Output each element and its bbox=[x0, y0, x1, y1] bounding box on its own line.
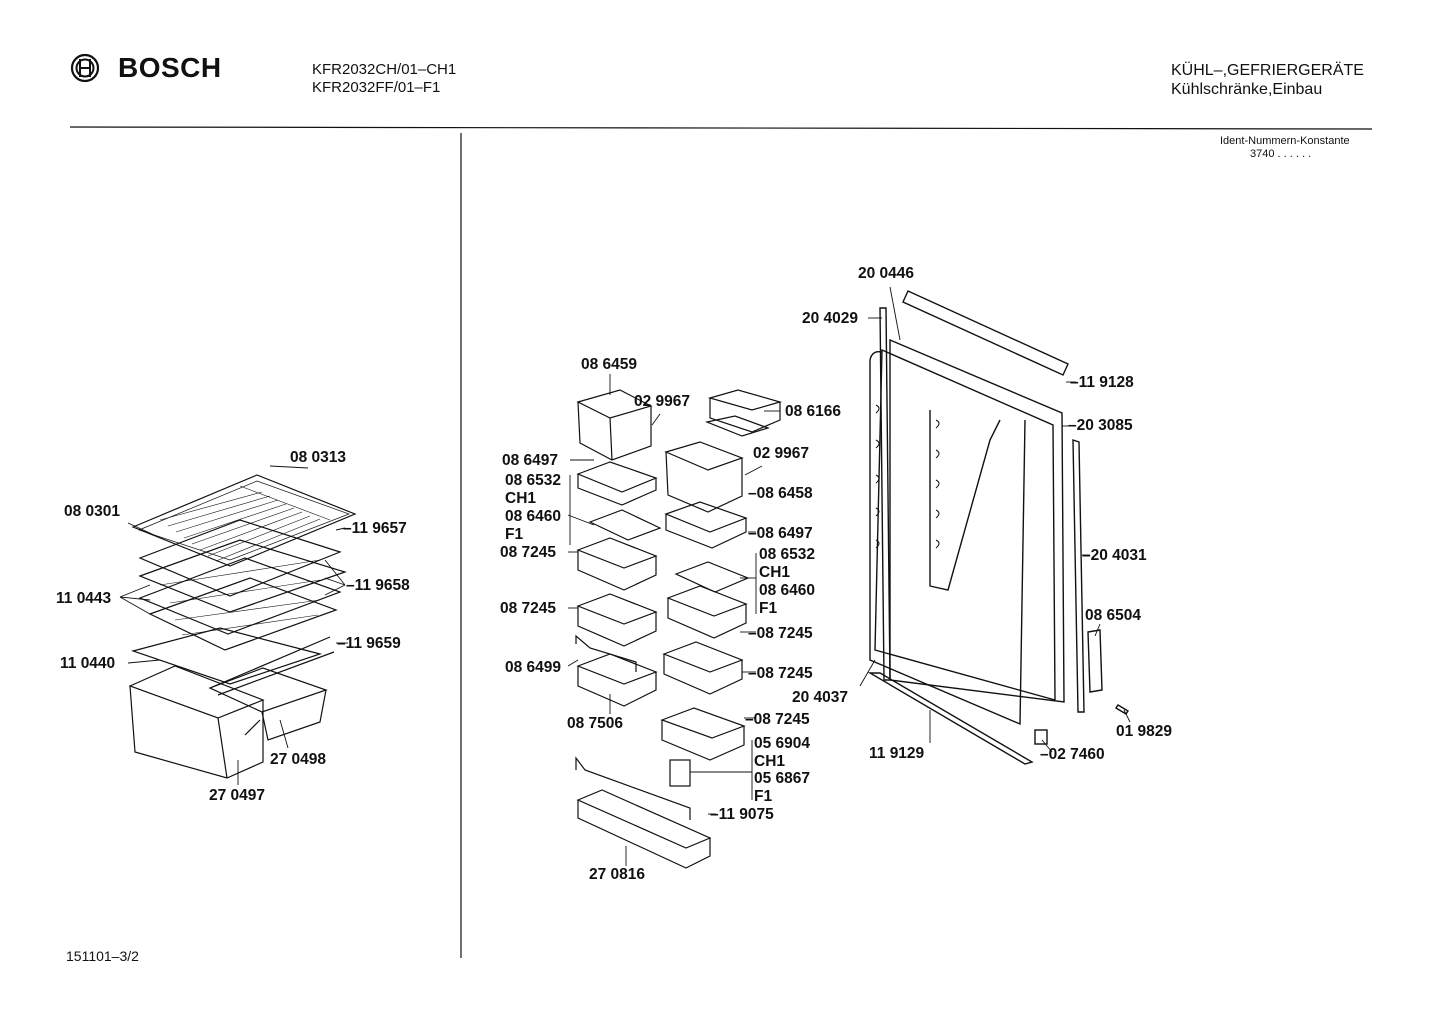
door-shelves bbox=[575, 389, 783, 869]
label-f1-a: F1 bbox=[505, 526, 524, 543]
label-087245-c: –08 7245 bbox=[748, 625, 813, 642]
brand-name: BOSCH bbox=[118, 52, 222, 83]
door-leaders bbox=[567, 286, 1131, 866]
label-087245-b: 08 7245 bbox=[500, 600, 557, 617]
label-086166: 08 6166 bbox=[785, 403, 842, 420]
label-ch1-a: CH1 bbox=[505, 490, 537, 507]
label-f1-b: F1 bbox=[759, 600, 778, 617]
model-f1: KFR2032FF/01–F1 bbox=[312, 79, 441, 96]
label-119658: –11 9658 bbox=[346, 577, 410, 594]
label-086499: 08 6499 bbox=[505, 659, 562, 676]
label-119129: 11 9129 bbox=[869, 745, 925, 762]
ident-label: Ident-Nummern-Konstante bbox=[1220, 135, 1350, 147]
label-019829: 01 9829 bbox=[1116, 723, 1173, 740]
label-080301: 08 0301 bbox=[64, 503, 121, 520]
shelf-stack bbox=[130, 474, 357, 696]
label-270816: 27 0816 bbox=[589, 866, 646, 883]
label-110440: 11 0440 bbox=[60, 655, 116, 672]
header-rule bbox=[69, 126, 1373, 130]
label-204037: 20 4037 bbox=[792, 689, 849, 706]
label-110443: 11 0443 bbox=[56, 590, 112, 607]
label-204029: 20 4029 bbox=[802, 310, 859, 327]
label-200446: 20 0446 bbox=[858, 265, 915, 282]
doc-number: 151101–3/2 bbox=[66, 948, 139, 964]
label-087506: 08 7506 bbox=[567, 715, 624, 732]
crisper-drawers bbox=[128, 665, 328, 779]
label-027460: –02 7460 bbox=[1040, 746, 1105, 763]
label-086459: 08 6459 bbox=[581, 356, 638, 373]
ident-block: Ident-Nummern-Konstante 3740 . . . . . . bbox=[1220, 135, 1350, 161]
label-080313: 08 0313 bbox=[290, 449, 347, 466]
label-086504: 08 6504 bbox=[1085, 607, 1142, 624]
label-ch1-b: CH1 bbox=[759, 564, 791, 581]
label-119128: –11 9128 bbox=[1070, 374, 1134, 391]
brand-header: BOSCH bbox=[70, 52, 222, 84]
label-270498: 27 0498 bbox=[270, 751, 327, 768]
label-029967-a: 02 9967 bbox=[634, 393, 691, 410]
label-056904: 05 6904 bbox=[754, 735, 811, 752]
label-ch1-c: CH1 bbox=[754, 753, 786, 770]
bosch-logo-icon bbox=[70, 53, 100, 83]
label-056867: 05 6867 bbox=[754, 770, 811, 787]
left-leaders bbox=[119, 465, 348, 785]
label-204031: –20 4031 bbox=[1082, 547, 1147, 564]
label-086497-b: –08 6497 bbox=[748, 525, 813, 542]
label-029967-b: 02 9967 bbox=[753, 445, 810, 462]
label-119657: –11 9657 bbox=[343, 520, 407, 537]
label-119659: –11 9659 bbox=[337, 635, 401, 652]
ident-value: 3740 . . . . . . bbox=[1250, 148, 1312, 160]
category-subtitle: Kühlschränke,Einbau bbox=[1171, 81, 1323, 98]
label-086458: –08 6458 bbox=[748, 485, 813, 502]
label-086497-a: 08 6497 bbox=[502, 452, 559, 469]
model-list: KFR2032CH/01–CH1 KFR2032FF/01–F1 bbox=[312, 61, 456, 97]
door-assembly bbox=[867, 290, 1129, 765]
label-086532-b: 08 6532 bbox=[759, 546, 816, 563]
category-block: KÜHL–,GEFRIERGERÄTE Kühlschränke,Einbau bbox=[1171, 61, 1364, 99]
label-270497: 27 0497 bbox=[209, 787, 266, 804]
label-087245-a: 08 7245 bbox=[500, 544, 557, 561]
label-f1-c: F1 bbox=[754, 788, 773, 805]
label-086460-a: 08 6460 bbox=[505, 508, 562, 525]
label-087245-e: –08 7245 bbox=[745, 711, 810, 728]
model-ch1: KFR2032CH/01–CH1 bbox=[312, 61, 457, 78]
label-203085: –20 3085 bbox=[1068, 417, 1133, 434]
label-086460-b: 08 6460 bbox=[759, 582, 816, 599]
label-119075: –11 9075 bbox=[710, 806, 774, 823]
category-title: KÜHL–,GEFRIERGERÄTE bbox=[1171, 62, 1364, 79]
label-086532-a: 08 6532 bbox=[505, 472, 562, 489]
label-087245-d: –08 7245 bbox=[748, 665, 813, 682]
